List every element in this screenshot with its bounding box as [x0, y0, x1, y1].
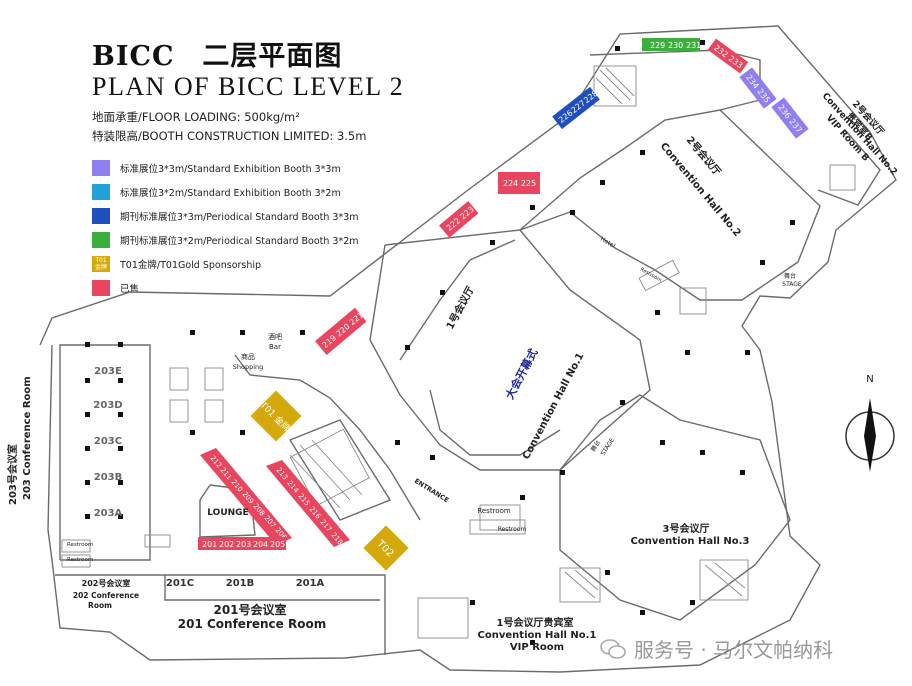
booth-group-green: 229 230 231: [642, 38, 701, 51]
vip1-label-en2: VIP Room: [510, 642, 564, 653]
north-compass: N: [845, 374, 895, 472]
booth-231[interactable]: 231: [686, 41, 701, 50]
entrance-label: ENTRANCE: [413, 477, 450, 504]
legend-item-sold: 已售: [92, 280, 139, 296]
legend-item-periodical-3x3: 期刊标准展位3*3m/Periodical Standard Booth 3*3…: [92, 208, 359, 224]
booth-203[interactable]: 203: [236, 540, 251, 549]
red-booth-block: [498, 172, 540, 194]
bar-label-cn: 酒吧: [268, 333, 282, 341]
legend-item-standard-3x3: 标准展位3*3m/Standard Exhibition Booth 3*3m: [92, 160, 341, 176]
legend-swatch: [92, 232, 110, 248]
stage-label-cn: 舞台: [784, 272, 796, 280]
plan-title-en: PLAN OF BICC LEVEL 2: [92, 72, 405, 101]
conf203-label-en: 203 Conference Room: [22, 376, 33, 500]
booth-group-219-221: 219 220 221: [315, 307, 367, 355]
north-arrow-icon: [864, 398, 876, 472]
legend-swatch: [92, 184, 110, 200]
booth-group-222-223: 222 223: [439, 201, 479, 238]
room-tag-203e: 203E: [94, 366, 122, 377]
booth-row-201-205: 201 202 203 204 205: [198, 537, 286, 550]
room-tag-203c: 203C: [94, 436, 122, 447]
room-tag-201b: 201B: [226, 578, 255, 589]
green-booth-block: [642, 38, 700, 51]
t01-gold-booth: T01 金牌: [250, 390, 302, 442]
restroom-label: Restroom: [67, 542, 93, 548]
conf203-label-cn: 203号会议室: [6, 444, 19, 505]
north-label: N: [866, 374, 873, 385]
red-booth-block: [707, 38, 749, 74]
legend-swatch: [92, 280, 110, 296]
booth-group-232-233: 232 233: [707, 38, 749, 74]
red-booth-block: [198, 537, 286, 550]
vip1-label-en: Convention Hall No.1: [478, 630, 597, 641]
blue-booth-block: [552, 86, 600, 130]
booth-column-213-218: 213 214 215 216 217 218: [266, 460, 350, 547]
booth-204[interactable]: 204: [253, 540, 268, 549]
building-walls: [39, 25, 897, 673]
structural-columns: [85, 40, 795, 645]
red-booth-block: [266, 460, 350, 547]
hall3-label-cn: 3号会议厅: [663, 522, 710, 535]
bar-label-en: Bar: [269, 343, 281, 351]
restroom-label: Restroom: [477, 507, 511, 515]
stair-hatching: [61, 65, 856, 639]
room-tag-203d: 203D: [93, 400, 122, 411]
booth-201[interactable]: 201: [202, 540, 217, 549]
booth-group-224-225: 224 225: [498, 172, 540, 194]
hall1-label-cn: 1号会议厅: [443, 284, 477, 332]
red-booth-block: [200, 448, 292, 545]
booth-205[interactable]: 205: [270, 540, 285, 549]
watermark: 服务号 · 马尔文帕纳科: [600, 634, 833, 663]
restroom-label: Restroom: [67, 557, 93, 563]
red-booth-block: [315, 307, 367, 355]
conf202-label-en2: Room: [88, 601, 112, 610]
lounge-label: LOUNGE: [207, 508, 248, 518]
t02-gold-booth: T02: [363, 525, 409, 571]
booth-group-236-237: 236 237: [771, 97, 809, 139]
booth-column-212-206: 212 211 210 209 208 207 206: [200, 448, 292, 545]
red-booth-block: [439, 201, 479, 238]
restroom-label: Restroom: [639, 267, 663, 284]
booth-224-225[interactable]: 224 225: [503, 179, 536, 188]
purple-booth-block: [771, 97, 809, 139]
legend-item-gold-sponsor: T01 金牌 T01金牌/T01Gold Sponsorship: [92, 256, 261, 272]
chat-bubble-icon: [600, 638, 626, 659]
booth-219-221[interactable]: 219 220 221: [321, 310, 366, 350]
conf201-label-en: 201 Conference Room: [178, 617, 326, 631]
room-tag-201c: 201C: [166, 578, 194, 589]
room-subdivision-tags: 203E 203D 203C 203B 203A 201C 201B 201A: [93, 366, 324, 589]
booth-229[interactable]: 229: [650, 41, 665, 50]
conf201-label-cn: 201号会议室: [213, 602, 286, 617]
legend-item-periodical-3x2: 期刊标准展位3*2m/Periodical Standard Booth 3*2…: [92, 232, 359, 248]
floor-loading-note: 地面承重/FLOOR LOADING: 500kg/m²: [92, 110, 300, 124]
booth-group-234-235: 234 235: [739, 67, 777, 109]
purple-booth-block: [739, 67, 777, 109]
plan-title-cn: BICC 二层平面图: [92, 41, 343, 72]
legend-swatch: [92, 160, 110, 176]
shop-label-cn: 商品: [241, 352, 255, 361]
hall3-label-en: Convention Hall No.3: [631, 536, 750, 547]
conf202-label-cn: 202号会议室: [82, 578, 131, 588]
booth-group-226-228: 226 227 228: [552, 86, 600, 130]
shop-label-en: Shopping: [233, 363, 264, 371]
legend-gold-swatch: T01 金牌: [92, 256, 110, 272]
stage-label-en: STAGE: [600, 437, 616, 457]
booth-height-note: 特装限高/BOOTH CONSTRUCTION LIMITED: 3.5m: [92, 129, 367, 143]
stage-label-cn: 舞台: [589, 439, 602, 453]
opening-ceremony-label: 大会开幕式: [502, 346, 540, 401]
conf202-label-en: 202 Conference: [73, 591, 139, 600]
room-tag-201a: 201A: [296, 578, 325, 589]
booth-202[interactable]: 202: [219, 540, 234, 549]
stage-label-en: STAGE: [782, 281, 802, 288]
vip1-label-cn: 1号会议厅贵宾室: [497, 616, 574, 629]
booth-230[interactable]: 230: [668, 41, 683, 50]
room-tag-203b: 203B: [94, 472, 123, 483]
restroom-label: Restroom: [498, 526, 527, 533]
legend-swatch: [92, 208, 110, 224]
legend-item-standard-3x2: 标准展位3*2m/Standard Exhibition Booth 3*2m: [92, 184, 341, 200]
room-tag-203a: 203A: [94, 508, 123, 519]
watermark-text: 服务号 · 马尔文帕纳科: [634, 638, 834, 662]
